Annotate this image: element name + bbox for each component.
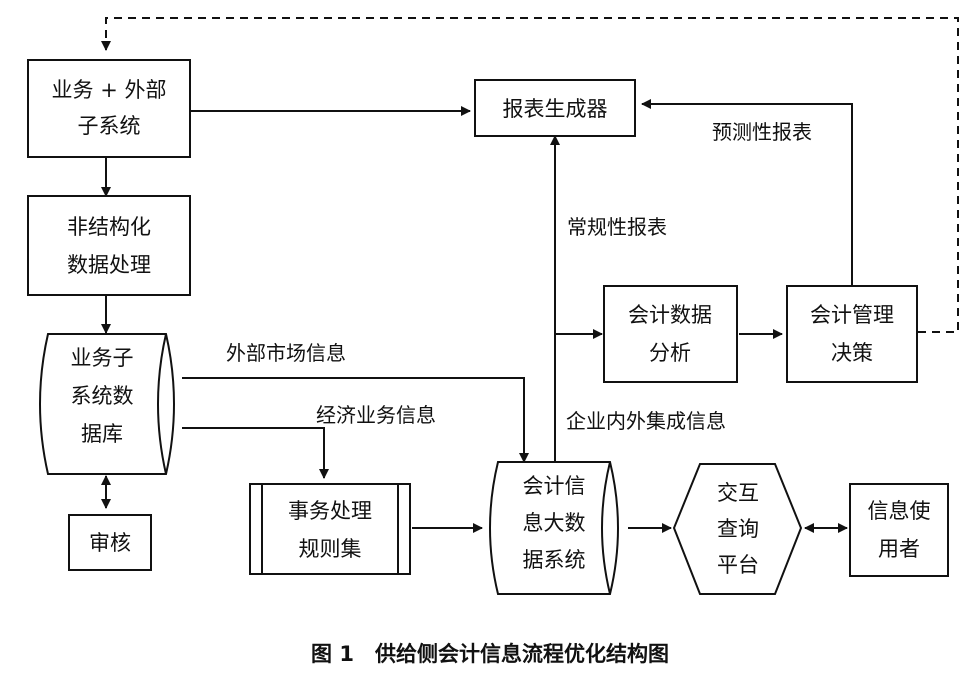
query-line1: 交互: [717, 481, 759, 505]
report-generator-node: 报表生成器: [474, 79, 636, 137]
management-decision-node: 会计管理 决策: [786, 285, 918, 383]
business-db-line2: 系统数: [71, 384, 134, 408]
external-market-label: 外部市场信息: [226, 341, 346, 365]
analysis-line1: 会计数据: [628, 303, 712, 327]
figure-caption: 图 1 供给侧会计信息流程优化结构图: [311, 642, 669, 666]
bigdata-line1: 会计信: [523, 474, 586, 498]
audit-node: 审核: [68, 514, 152, 571]
data-analysis-node: 会计数据 分析: [603, 285, 738, 383]
economic-business-label: 经济业务信息: [316, 403, 436, 427]
audit-label: 审核: [89, 531, 131, 555]
information-users-node: 信息使 用者: [849, 483, 949, 577]
analysis-line2: 分析: [649, 341, 691, 365]
edge-decision-to-report: [641, 99, 853, 286]
bigdata-line2: 息大数: [523, 511, 586, 535]
rules-line1: 事务处理: [288, 499, 372, 523]
users-line2: 用者: [878, 537, 920, 561]
report-generator-label: 报表生成器: [503, 97, 608, 121]
business-subsystem-line2: 子系统: [78, 114, 141, 138]
query-line3: 平台: [717, 553, 759, 577]
unstructured-line2: 数据处理: [67, 253, 151, 277]
unstructured-data-node: 非结构化 数据处理: [27, 195, 191, 296]
query-line2: 查询: [717, 517, 759, 541]
bigdata-line3: 据系统: [523, 548, 586, 572]
rules-node: 事务处理 规则集: [249, 483, 411, 575]
users-line1: 信息使: [868, 499, 931, 523]
query-platform-node: 交互 查询 平台: [672, 463, 803, 595]
business-db-line3: 据库: [81, 422, 123, 446]
forecast-report-label: 预测性报表: [712, 120, 812, 144]
edge-db-to-bigdata: [182, 377, 529, 463]
regular-report-label: 常规性报表: [567, 215, 667, 239]
rules-line2: 规则集: [299, 537, 362, 561]
business-subsystem-line1: 业务 + 外部: [52, 78, 167, 102]
business-db-line1: 业务子: [71, 346, 134, 370]
bigdata-system-node: 会计信 息大数 据系统: [489, 461, 619, 595]
feedback-dashed-edge: [101, 17, 959, 333]
business-subsystem-node: 业务 + 外部 子系统: [27, 59, 191, 158]
enterprise-info-label: 企业内外集成信息: [566, 409, 726, 433]
decision-line1: 会计管理: [810, 303, 894, 327]
edge-db-to-rules: [182, 427, 329, 479]
decision-line2: 决策: [831, 341, 873, 365]
business-db-node: 业务子 系统数 据库: [39, 333, 175, 475]
unstructured-line1: 非结构化: [67, 215, 151, 239]
